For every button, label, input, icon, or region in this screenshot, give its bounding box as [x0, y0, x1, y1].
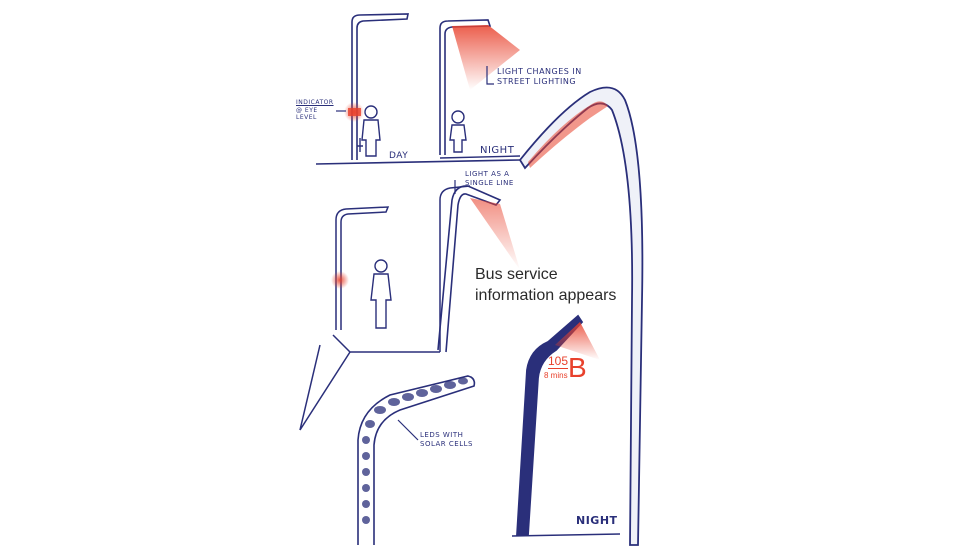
leds-callout-line [397, 419, 419, 441]
pedestrian-figure-night [449, 110, 467, 153]
light-single-line-label: Light as a single line [465, 170, 514, 188]
leds-label: LEDs with solar cells [420, 431, 473, 449]
indicator-label-line3: level [296, 114, 317, 121]
light-changes-line1: Light changes in [497, 67, 582, 76]
caption-line2: information appears [475, 287, 617, 304]
ground-line-night [439, 155, 521, 159]
bus-info-streetlight [516, 314, 584, 536]
leds-line2: solar cells [420, 439, 473, 448]
indicator-label-line2: @ eye [296, 106, 318, 114]
single-line-light-beam [470, 198, 520, 270]
led-cells-pattern [362, 377, 468, 524]
leds-line1: LEDs with [420, 431, 464, 439]
night-streetlight [439, 19, 492, 155]
light-single-line2: single line [465, 178, 514, 187]
callout-bracket [486, 66, 494, 85]
large-lamp-light-strip [528, 101, 608, 168]
bus-eta: 8 mins [544, 371, 568, 380]
bus-route-number: 105 [548, 354, 569, 369]
indicator-label-line1: Indicator [296, 99, 334, 106]
indicator-glow-icon [336, 102, 364, 122]
night-light-beam [452, 25, 520, 90]
pedestrian-figure-mid [370, 259, 392, 329]
light-changes-label: Light changes in street lighting [497, 67, 582, 87]
bus-stop-letter: B [568, 352, 587, 383]
light-changes-line2: street lighting [497, 77, 577, 86]
indicator-glow-mid-icon [331, 271, 349, 289]
day-label: Day [389, 151, 409, 161]
light-single-line1: Light as a [465, 170, 510, 178]
pedestrian-figure-day [357, 105, 381, 157]
caption-line1: Bus service [475, 266, 558, 283]
led-solar-arm [357, 375, 476, 545]
indicator-label: Indicator @ eye level [296, 99, 334, 122]
night-label-bottom: Night [576, 514, 618, 527]
bus-display: 105 8 mins B [544, 352, 624, 391]
bus-service-caption: Bus service information appears [475, 264, 616, 306]
bus-info-light-beam [555, 322, 600, 360]
night-label-top: Night [480, 145, 515, 156]
ground-line-bus [511, 533, 621, 537]
single-line-streetlight [437, 185, 502, 353]
perspective-streetlight [299, 185, 471, 431]
